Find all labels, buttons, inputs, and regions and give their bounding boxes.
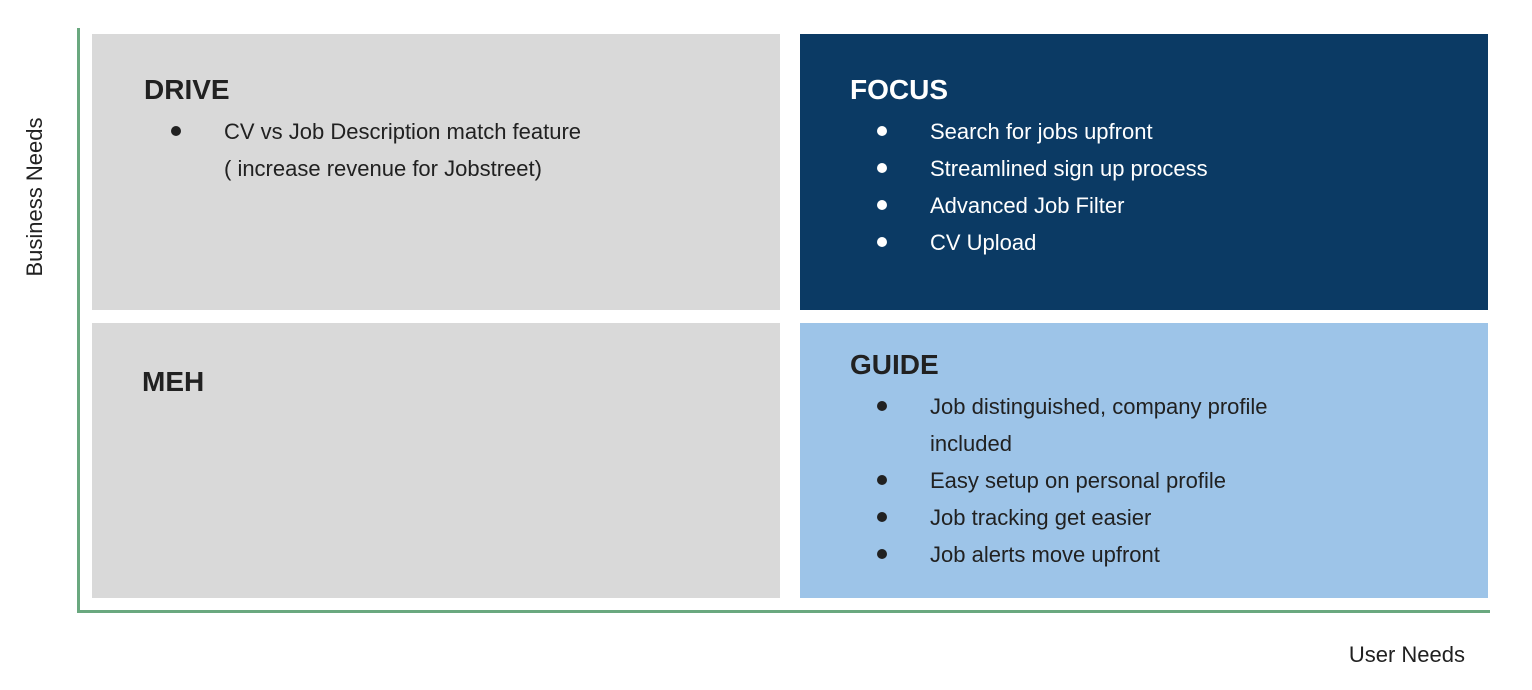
- list-item-line: CV Upload: [930, 230, 1037, 255]
- quadrant-drive-title: DRIVE: [144, 74, 230, 105]
- list-item-line: Search for jobs upfront: [930, 119, 1153, 144]
- list-item: Job tracking get easier: [850, 499, 1458, 536]
- y-axis-line: [77, 28, 80, 613]
- list-item-line: Easy setup on personal profile: [930, 468, 1226, 493]
- list-item-line: Advanced Job Filter: [930, 193, 1125, 218]
- bullet-icon: [877, 237, 887, 247]
- list-item-line: Job tracking get easier: [930, 505, 1152, 530]
- x-axis-label: User Needs: [1348, 642, 1465, 667]
- bullet-icon: [877, 163, 887, 173]
- list-item: CV Upload: [850, 224, 1458, 261]
- quadrant-focus-title: FOCUS: [850, 74, 948, 105]
- list-item: Job distinguished, company profile inclu…: [850, 388, 1458, 462]
- list-item: Streamlined sign up process: [850, 150, 1458, 187]
- bullet-icon: [877, 200, 887, 210]
- list-item-line: Job alerts move upfront: [930, 542, 1160, 567]
- list-item: Job alerts move upfront: [850, 536, 1458, 573]
- list-item: Easy setup on personal profile: [850, 462, 1458, 499]
- list-item-line: Streamlined sign up process: [930, 156, 1208, 181]
- quadrant-drive: DRIVE CV vs Job Description match featur…: [92, 34, 780, 310]
- quadrant-meh: MEH: [92, 323, 780, 598]
- list-item: Search for jobs upfront: [850, 113, 1458, 150]
- list-item-text: Job distinguished, company profile inclu…: [930, 388, 1268, 462]
- list-item-text: Job alerts move upfront: [930, 536, 1160, 573]
- bullet-icon: [877, 549, 887, 559]
- list-item: CV vs Job Description match feature ( in…: [144, 113, 750, 187]
- list-item-text: CV vs Job Description match feature ( in…: [224, 113, 581, 187]
- bullet-icon: [877, 475, 887, 485]
- list-item-line: included: [930, 431, 1012, 456]
- quadrant-meh-title: MEH: [142, 366, 205, 397]
- list-item-text: Job tracking get easier: [930, 499, 1151, 536]
- list-item-line: ( increase revenue for Jobstreet): [224, 156, 542, 181]
- list-item: Advanced Job Filter: [850, 187, 1458, 224]
- list-item-text: Streamlined sign up process: [930, 150, 1208, 187]
- x-axis-line: [77, 610, 1490, 613]
- bullet-icon: [877, 512, 887, 522]
- quadrant-focus: FOCUS Search for jobs upfront Streamline…: [800, 34, 1488, 310]
- list-item-text: Easy setup on personal profile: [930, 462, 1226, 499]
- quadrant-guide: GUIDE Job distinguished, company profile…: [800, 323, 1488, 598]
- bullet-icon: [877, 126, 887, 136]
- list-item-text: Search for jobs upfront: [930, 113, 1153, 150]
- list-item-line: CV vs Job Description match feature: [224, 119, 582, 144]
- list-item-text: CV Upload: [930, 224, 1036, 261]
- list-item-line: Job distinguished, company profile: [930, 394, 1268, 419]
- bullet-icon: [877, 401, 887, 411]
- y-axis-label: Business Needs: [22, 117, 47, 277]
- quadrant-guide-title: GUIDE: [850, 349, 939, 380]
- quadrant-guide-list: Job distinguished, company profile inclu…: [850, 388, 1458, 573]
- quadrant-drive-list: CV vs Job Description match feature ( in…: [144, 113, 750, 187]
- list-item-text: Advanced Job Filter: [930, 187, 1124, 224]
- quadrant-focus-list: Search for jobs upfront Streamlined sign…: [850, 113, 1458, 261]
- bullet-icon: [171, 126, 181, 136]
